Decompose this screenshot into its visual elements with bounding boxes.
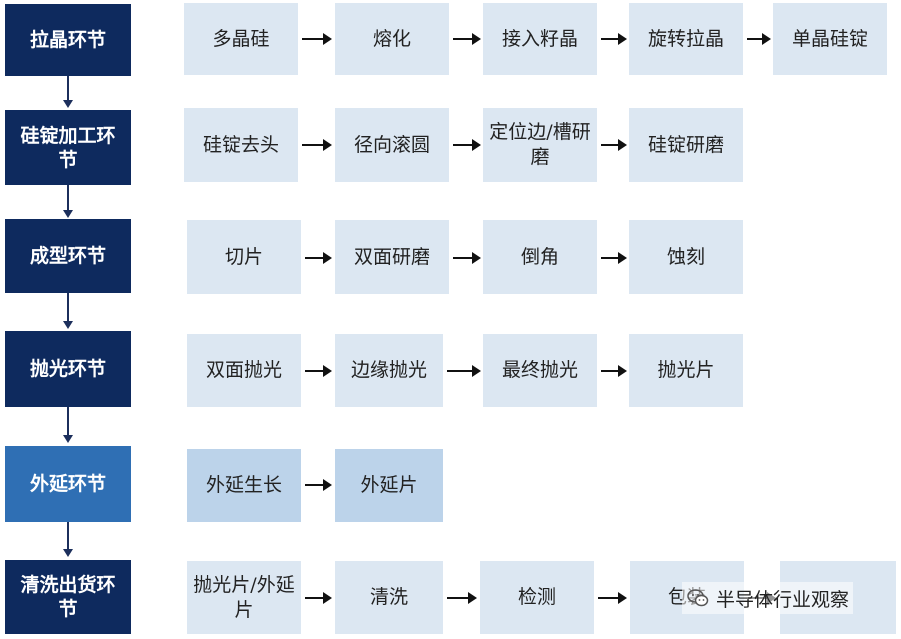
step-box: 硅锭去头 bbox=[184, 108, 298, 182]
stage-forming: 成型环节 bbox=[5, 219, 131, 293]
step-box: 双面研磨 bbox=[335, 220, 449, 294]
step-label: 倒角 bbox=[520, 245, 559, 268]
flow-arrow bbox=[601, 252, 627, 264]
step-label: 定位边/槽研磨 bbox=[489, 121, 591, 168]
step-box: 硅锭研磨 bbox=[629, 108, 743, 182]
flow-arrow bbox=[453, 139, 481, 151]
step-box: 多晶硅 bbox=[184, 3, 298, 75]
step-label: 切片 bbox=[224, 245, 263, 268]
down-arrow-icon bbox=[63, 549, 73, 557]
down-arrow-icon bbox=[63, 210, 73, 218]
step-box: 最终抛光 bbox=[483, 334, 597, 407]
step-label: 硅锭研磨 bbox=[647, 133, 724, 156]
step-box: 定位边/槽研磨 bbox=[483, 108, 597, 182]
step-label: 抛光片/外延片 bbox=[193, 573, 295, 621]
step-box: 抛光片 bbox=[629, 334, 743, 407]
step-label: 清洗 bbox=[369, 586, 408, 608]
step-box: 倒角 bbox=[483, 220, 597, 294]
wechat-icon bbox=[687, 589, 709, 607]
flow-arrow bbox=[302, 33, 332, 45]
step-label: 硅锭去头 bbox=[202, 133, 279, 156]
watermark-text: 半导体行业观察 bbox=[716, 589, 850, 611]
down-arrow-icon bbox=[63, 435, 73, 443]
flow-arrow bbox=[305, 479, 332, 491]
stage-label: 拉晶环节 bbox=[29, 29, 106, 51]
flow-arrow bbox=[453, 33, 481, 45]
stage-connector bbox=[67, 293, 69, 321]
step-label: 径向滚圆 bbox=[353, 133, 430, 156]
step-box: 切片 bbox=[187, 220, 301, 294]
stage-polishing: 抛光环节 bbox=[5, 331, 131, 407]
flow-arrow bbox=[447, 365, 481, 377]
step-label: 单晶硅锭 bbox=[791, 27, 868, 50]
flow-arrow bbox=[447, 592, 477, 604]
step-label: 抛光片 bbox=[657, 359, 715, 381]
step-label: 多晶硅 bbox=[212, 27, 270, 50]
stage-cleaning-shipping: 清洗出货环节 bbox=[5, 560, 131, 634]
step-box: 检测 bbox=[480, 561, 594, 634]
flow-arrow bbox=[305, 252, 332, 264]
flow-arrow bbox=[302, 139, 332, 151]
flow-arrow bbox=[601, 33, 627, 45]
step-box: 外延生长 bbox=[187, 449, 301, 522]
step-label: 边缘抛光 bbox=[350, 359, 427, 381]
stage-connector bbox=[67, 522, 69, 549]
step-box: 熔化 bbox=[335, 3, 449, 75]
step-label: 熔化 bbox=[372, 27, 411, 50]
down-arrow-icon bbox=[63, 321, 73, 329]
step-label: 检测 bbox=[517, 586, 556, 608]
step-box: 径向滚圆 bbox=[335, 108, 449, 182]
step-label: 蚀刻 bbox=[666, 245, 705, 268]
flow-arrow bbox=[747, 33, 771, 45]
step-box: 旋转拉晶 bbox=[629, 3, 743, 75]
step-box: 边缘抛光 bbox=[335, 334, 443, 407]
stage-label: 抛光环节 bbox=[29, 358, 106, 380]
step-label: 接入籽晶 bbox=[501, 27, 578, 50]
stage-crystal-pulling: 拉晶环节 bbox=[5, 4, 131, 76]
watermark: 半导体行业观察 bbox=[682, 582, 854, 614]
stage-label: 外延环节 bbox=[29, 473, 106, 495]
step-label: 外延片 bbox=[360, 474, 418, 496]
step-label: 旋转拉晶 bbox=[647, 27, 724, 50]
step-box: 接入籽晶 bbox=[483, 3, 597, 75]
step-box: 外延片 bbox=[335, 449, 443, 522]
step-label: 双面抛光 bbox=[205, 359, 282, 381]
stage-label: 硅锭加工环节 bbox=[20, 124, 116, 171]
flow-arrow bbox=[453, 252, 481, 264]
step-box: 双面抛光 bbox=[187, 334, 301, 407]
down-arrow-icon bbox=[63, 100, 73, 108]
flow-arrow bbox=[305, 365, 332, 377]
stage-label: 清洗出货环节 bbox=[20, 574, 116, 620]
flow-arrow bbox=[601, 139, 627, 151]
stage-connector bbox=[67, 185, 69, 210]
flow-arrow bbox=[601, 365, 627, 377]
step-label: 最终抛光 bbox=[501, 359, 578, 381]
stage-connector bbox=[67, 76, 69, 100]
step-box: 抛光片/外延片 bbox=[187, 561, 301, 634]
step-label: 外延生长 bbox=[205, 474, 282, 496]
stage-epitaxy: 外延环节 bbox=[5, 446, 131, 522]
flow-arrow bbox=[305, 592, 332, 604]
stage-connector bbox=[67, 407, 69, 435]
step-box: 清洗 bbox=[335, 561, 443, 634]
flow-arrow bbox=[598, 592, 627, 604]
step-box: 单晶硅锭 bbox=[773, 3, 887, 75]
stage-ingot-processing: 硅锭加工环节 bbox=[5, 110, 131, 185]
stage-label: 成型环节 bbox=[29, 245, 106, 267]
step-box: 蚀刻 bbox=[629, 220, 743, 294]
step-label: 双面研磨 bbox=[353, 245, 430, 268]
